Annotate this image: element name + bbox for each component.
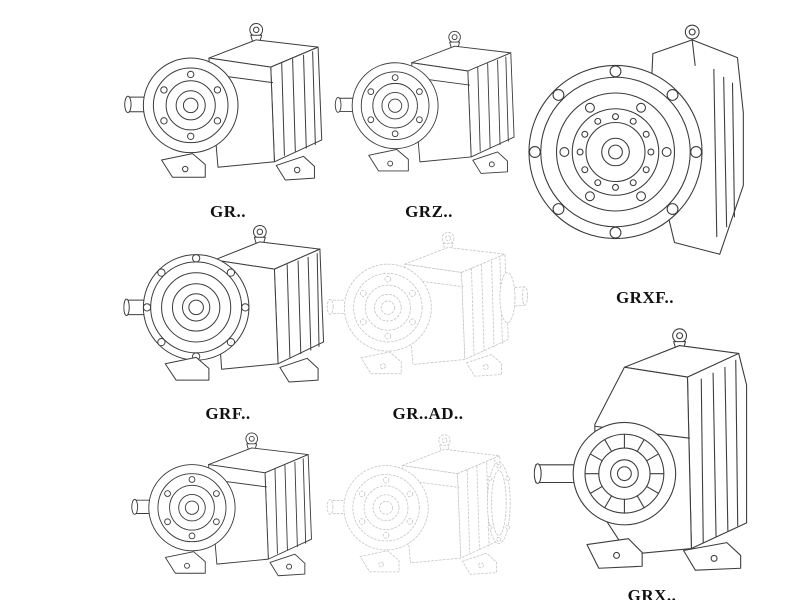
figure-gr-am: GR..AM.. bbox=[326, 428, 524, 600]
figure-grx: GRX.. bbox=[532, 316, 772, 600]
figure-gr: GR.. bbox=[122, 18, 334, 222]
model-label-grf: GRF.. bbox=[205, 404, 251, 423]
model-label-gr-ad: GR..AD.. bbox=[392, 404, 464, 423]
model-label-gr-am: GR..AM.. bbox=[388, 596, 463, 600]
figure-grf: GRF.. bbox=[122, 220, 334, 424]
model-label-grxf: GRXF.. bbox=[615, 288, 675, 307]
gear-unit-drawing-gr bbox=[124, 22, 323, 181]
model-label-grz: GRZ.. bbox=[405, 202, 453, 221]
gear-unit-drawing-grz bbox=[334, 30, 515, 174]
figure-grz: GRZ.. bbox=[334, 18, 524, 222]
model-label-gr-f: GR..F bbox=[203, 596, 250, 600]
model-label-gr: GR.. bbox=[210, 202, 246, 221]
figure-grxf: GRXF.. bbox=[527, 18, 763, 308]
gear-unit-drawing-grf bbox=[123, 224, 325, 383]
gear-unit-drawing-grxf bbox=[528, 24, 744, 255]
figure-gr-ad: GR..AD.. bbox=[326, 220, 530, 424]
figure-gr-f: GR..F bbox=[124, 428, 328, 600]
model-label-grx: GRX.. bbox=[627, 586, 677, 600]
gear-unit-drawing-gr-ad bbox=[326, 231, 528, 377]
gear-unit-drawing-grx bbox=[533, 328, 748, 571]
gear-unit-drawing-gr-am bbox=[326, 434, 511, 575]
gear-unit-drawing-gr-f bbox=[131, 432, 312, 577]
